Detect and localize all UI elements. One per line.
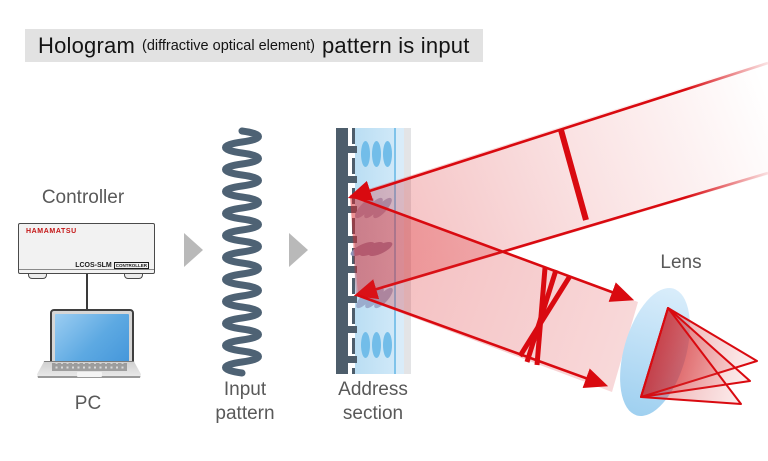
lc-molecule-group-vertical (361, 332, 393, 358)
title-parenthetical: (diffractive optical element) (141, 37, 315, 54)
laptop-trackpad (77, 372, 102, 377)
lc-molecule-group-near-horizontal (348, 236, 395, 262)
electrode-stub (348, 326, 357, 333)
input-pattern-label: Input pattern (215, 379, 275, 425)
title-word-pattern: pattern is input (322, 32, 470, 58)
slm-controller-box: HAMAMATSU LCOS-SLM CONTROLLER (18, 223, 155, 274)
electrode-stub (348, 176, 357, 183)
wavefront-tick (558, 129, 589, 221)
laptop-screen (50, 309, 134, 369)
substrate-layer (404, 128, 411, 374)
electrode-stub (348, 266, 357, 273)
input-pattern-wave (222, 127, 262, 377)
lens-ellipse (620, 287, 690, 417)
flow-arrow-right-icon (289, 233, 308, 267)
laptop-display (55, 314, 129, 364)
lens-label: Lens (660, 252, 702, 273)
title-banner: Hologram (diffractive optical element) p… (25, 29, 483, 62)
controller-label: Controller (41, 187, 125, 208)
focal-cone (640, 307, 742, 405)
controller-foot-left (28, 271, 47, 279)
focal-cone (640, 307, 751, 398)
crossing-wavefront (534, 267, 548, 366)
glass-layer (396, 128, 404, 374)
pc-label: PC (74, 393, 102, 414)
sine-wave-path (222, 127, 262, 377)
flow-arrow-right-icon (184, 233, 203, 267)
address-section-label: Address section (338, 379, 408, 425)
electrode-bar (336, 128, 348, 374)
lc-molecule-group-tilted (352, 195, 395, 221)
electrode-stub (348, 236, 357, 243)
lc-molecule-group-vertical (361, 141, 393, 167)
crossing-wavefront (517, 274, 573, 358)
crossing-wavefront (524, 269, 559, 363)
title-word-hologram: Hologram (38, 32, 135, 58)
controller-pc-cable (86, 273, 88, 313)
laptop-keyboard (52, 363, 127, 371)
incoming-beam-top-edge (347, 61, 768, 201)
incoming-beam-bottom-edge (353, 171, 768, 300)
lc-molecule-group-tilted (353, 285, 396, 311)
focal-cone (640, 307, 758, 398)
electrode-stub (348, 356, 357, 363)
controller-panel-line (19, 269, 154, 270)
electrode-stub (348, 146, 357, 153)
controller-foot-right (124, 271, 143, 279)
controller-model-text: LCOS-SLM CONTROLLER (75, 262, 149, 269)
hamamatsu-logo: HAMAMATSU (26, 228, 77, 235)
